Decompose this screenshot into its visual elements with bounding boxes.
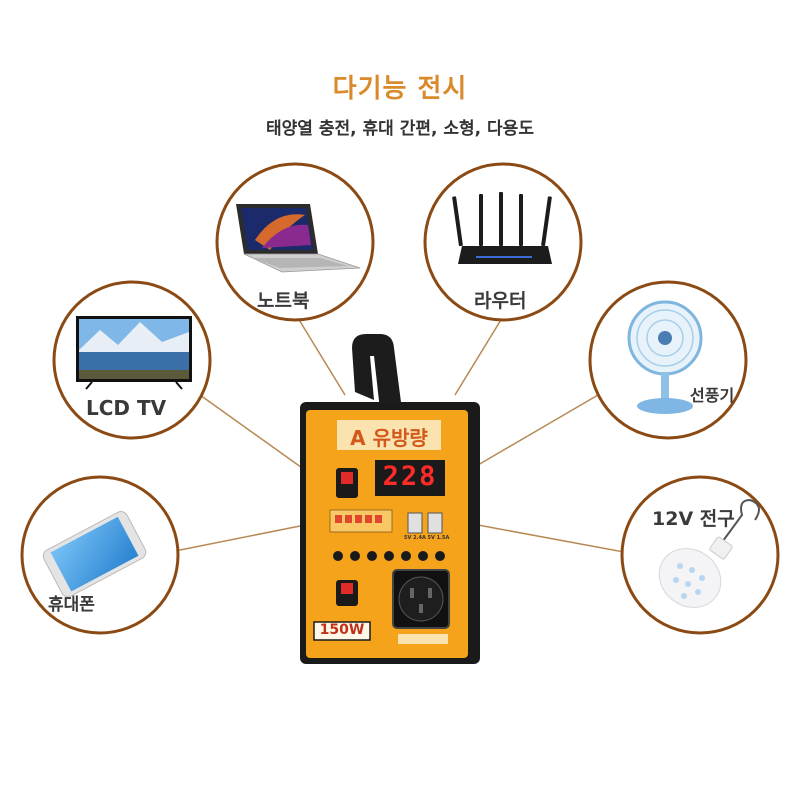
page-title: 다기능 전시 <box>332 74 468 104</box>
tv-icon <box>76 316 192 390</box>
usb-port <box>407 512 423 534</box>
phone-icon <box>42 511 147 598</box>
phone-circle <box>20 475 180 635</box>
label-router: 라우터 <box>474 290 527 312</box>
solar-generator <box>300 334 480 664</box>
label-phone: 휴대폰 <box>48 595 95 615</box>
fan-icon <box>627 300 703 414</box>
label-tv: LCD TV <box>86 396 167 420</box>
usb-port <box>427 512 443 534</box>
bulb-icon <box>658 498 760 608</box>
router-circle <box>423 162 583 322</box>
tv-circle <box>52 280 212 440</box>
router-icon <box>452 192 552 264</box>
label-fan: 선풍기 <box>690 386 735 405</box>
carry-handle <box>352 334 402 410</box>
page-subtitle: 태양열 충전, 휴대 간편, 소형, 다용도 <box>266 119 534 139</box>
fan-circle <box>588 280 748 440</box>
brand-label: A 유방량 <box>350 426 428 450</box>
led-display <box>375 460 445 496</box>
power-rating: 150W <box>319 622 365 638</box>
usb-spec-label: 5V 2.4A 5V 1.5A <box>404 535 450 541</box>
label-bulb: 12V 전구 <box>652 508 735 530</box>
connector-lines <box>154 304 641 556</box>
laptop-circle <box>215 162 375 322</box>
display-readout: 228 <box>382 461 438 492</box>
bulb-circle <box>620 475 780 635</box>
label-laptop: 노트북 <box>257 290 310 312</box>
laptop-icon <box>236 204 361 273</box>
